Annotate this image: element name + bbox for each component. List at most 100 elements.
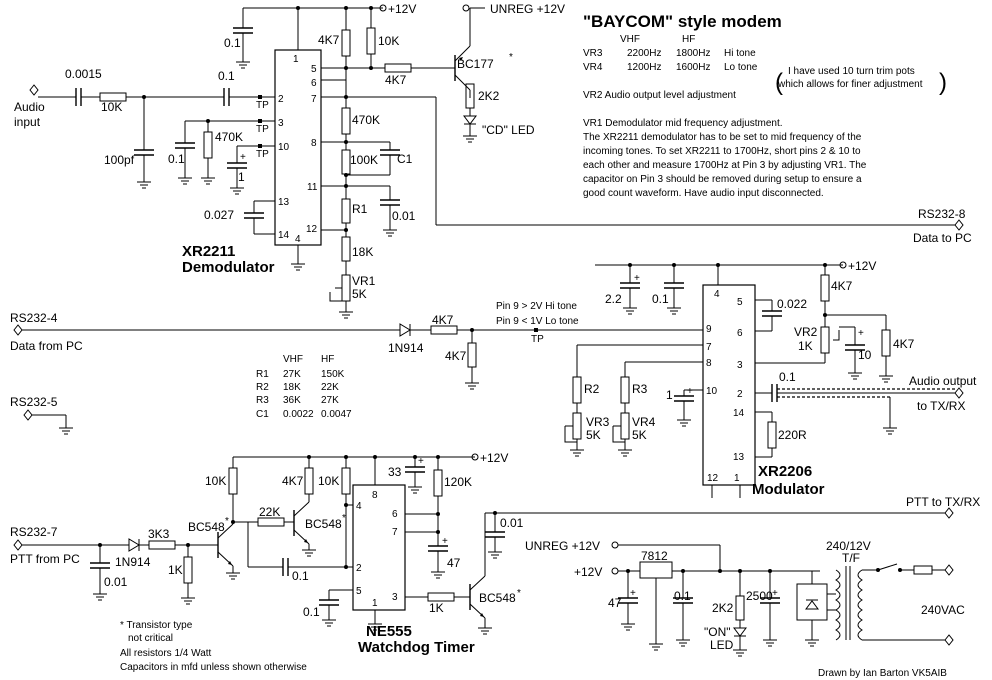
svg-text:2.2: 2.2 [605, 292, 622, 306]
tone-row-name: VR3 [583, 48, 603, 59]
svg-text:Audio output: Audio output [909, 374, 977, 388]
svg-text:10K: 10K [101, 100, 122, 114]
svg-text:RS232-7: RS232-7 [10, 525, 58, 539]
svg-text:BC177: BC177 [457, 57, 494, 71]
svg-text:5: 5 [737, 297, 743, 308]
svg-text:1: 1 [734, 473, 740, 484]
svg-text:6: 6 [311, 78, 317, 89]
svg-text:22K: 22K [259, 505, 280, 519]
svg-text:10: 10 [858, 348, 872, 362]
svg-text:2: 2 [356, 563, 362, 574]
xr2206-ic [702, 284, 756, 486]
svg-text:5K: 5K [586, 428, 601, 442]
svg-text:UNREG +12V: UNREG +12V [490, 2, 565, 16]
svg-text:14: 14 [278, 230, 290, 241]
svg-text:+: + [772, 588, 778, 599]
svg-text:2K2: 2K2 [478, 89, 500, 103]
tone-hdr-vhf: VHF [620, 34, 640, 45]
xr2211-name: XR2211 [182, 243, 235, 260]
svg-text:LED: LED [710, 638, 734, 652]
svg-text:4K7: 4K7 [432, 313, 454, 327]
svg-text:6: 6 [392, 509, 398, 520]
tone-row-hf: 1800Hz [676, 48, 710, 59]
svg-text:*: * [342, 513, 346, 524]
svg-text:BC548: BC548 [479, 591, 516, 605]
svg-text:*: * [517, 588, 521, 599]
svg-text:Drawn by Ian Barton VK5AIB: Drawn by Ian Barton VK5AIB [818, 668, 947, 679]
svg-text:18K: 18K [283, 382, 301, 393]
svg-text:VR1: VR1 [352, 274, 376, 288]
svg-text:100K: 100K [350, 153, 378, 167]
svg-text:Modulator: Modulator [752, 481, 825, 498]
svg-text:1: 1 [372, 598, 378, 609]
svg-text:8: 8 [372, 490, 378, 501]
svg-text:4: 4 [356, 501, 362, 512]
svg-text:RS232-4: RS232-4 [10, 311, 58, 325]
svg-text:VR2: VR2 [794, 325, 818, 339]
svg-text:27K: 27K [283, 369, 301, 380]
svg-text:8: 8 [311, 138, 317, 149]
svg-text:HF: HF [321, 354, 334, 365]
svg-text:2K2: 2K2 [712, 601, 734, 615]
svg-text:7: 7 [311, 94, 317, 105]
svg-text:18K: 18K [352, 245, 373, 259]
svg-text:0.1: 0.1 [218, 69, 235, 83]
vr2-note: VR2 Audio output level adjustment [583, 90, 736, 101]
svg-text:Pin 9 > 2V Hi tone: Pin 9 > 2V Hi tone [496, 301, 577, 312]
vr1-note-line: VR1 Demodulator mid frequency adjustment… [583, 118, 783, 129]
svg-text:5K: 5K [352, 287, 367, 301]
svg-text:1K: 1K [429, 601, 444, 615]
svg-text:100pf: 100pf [104, 153, 135, 167]
svg-text:1K: 1K [168, 563, 183, 577]
svg-text:T/F: T/F [842, 551, 860, 565]
svg-text:R1: R1 [352, 202, 368, 216]
diagram-title: "BAYCOM" style modem [583, 12, 782, 31]
svg-text:): ) [939, 69, 947, 96]
svg-text:Capacitors in mfd unless shown: Capacitors in mfd unless shown otherwise [120, 662, 307, 673]
svg-text:13: 13 [733, 452, 745, 463]
svg-text:Data from PC: Data from PC [10, 339, 83, 353]
vr1-note-line: incoming tones. To set XR2211 to 1700Hz,… [583, 146, 861, 157]
svg-text:3: 3 [737, 360, 743, 371]
svg-text:33: 33 [388, 465, 402, 479]
svg-text:Pin 9 < 1V Lo tone: Pin 9 < 1V Lo tone [496, 316, 579, 327]
svg-text:4K7: 4K7 [445, 349, 467, 363]
svg-text:TP: TP [256, 149, 269, 160]
svg-text:0.0015: 0.0015 [65, 67, 102, 81]
svg-text:+: + [634, 273, 640, 284]
tone-row-vhf: 1200Hz [627, 62, 661, 73]
svg-text:+12V: +12V [848, 259, 876, 273]
rail-label: +12V [388, 2, 416, 16]
svg-text:*: * [509, 52, 513, 63]
svg-text:* Transistor type: * Transistor type [120, 620, 193, 631]
svg-text:10: 10 [706, 386, 718, 397]
svg-text:not critical: not critical [128, 633, 173, 644]
svg-text:12: 12 [306, 224, 318, 235]
svg-text:VR3: VR3 [586, 415, 610, 429]
vr1-note-line: each other and measure 1700Hz at Pin 3 b… [583, 160, 867, 171]
svg-text:0.0047: 0.0047 [321, 409, 352, 420]
svg-text:9: 9 [706, 324, 712, 335]
svg-text:5: 5 [356, 586, 362, 597]
svg-text:PTT to TX/RX: PTT to TX/RX [906, 495, 980, 509]
svg-text:1: 1 [293, 54, 299, 65]
modulator-section: +12V + 2.2 0.1 4 5 6 9 3 7 8 10 2 14 13 … [10, 259, 977, 498]
svg-text:NE555: NE555 [366, 623, 412, 640]
svg-text:XR2206: XR2206 [758, 463, 812, 480]
svg-text:0.01: 0.01 [500, 516, 524, 530]
svg-text:4K7: 4K7 [893, 337, 915, 351]
svg-text:TP: TP [256, 124, 269, 135]
svg-text:RS232-5: RS232-5 [10, 395, 58, 409]
demodulator-section: +12V 0.1 1 5 6 7 2 3 8 10 11 13 12 14 4 … [14, 2, 972, 319]
svg-text:10K: 10K [205, 474, 226, 488]
watchdog-section: +12V RS232-7 PTT from PC 0.01 1N914 3K3 … [10, 451, 980, 673]
vr1-note-line: good count waveform. Have audio input di… [583, 188, 824, 199]
svg-text:BC548: BC548 [305, 517, 342, 531]
svg-text:470K: 470K [215, 130, 243, 144]
svg-text:0.1: 0.1 [303, 605, 320, 619]
svg-text:1: 1 [666, 388, 673, 402]
power-supply-section: UNREG +12V +12V 7812 + 47 0.1 2K2 "ON" L… [525, 539, 965, 679]
svg-text:+: + [418, 456, 424, 467]
svg-text:3: 3 [278, 118, 284, 129]
